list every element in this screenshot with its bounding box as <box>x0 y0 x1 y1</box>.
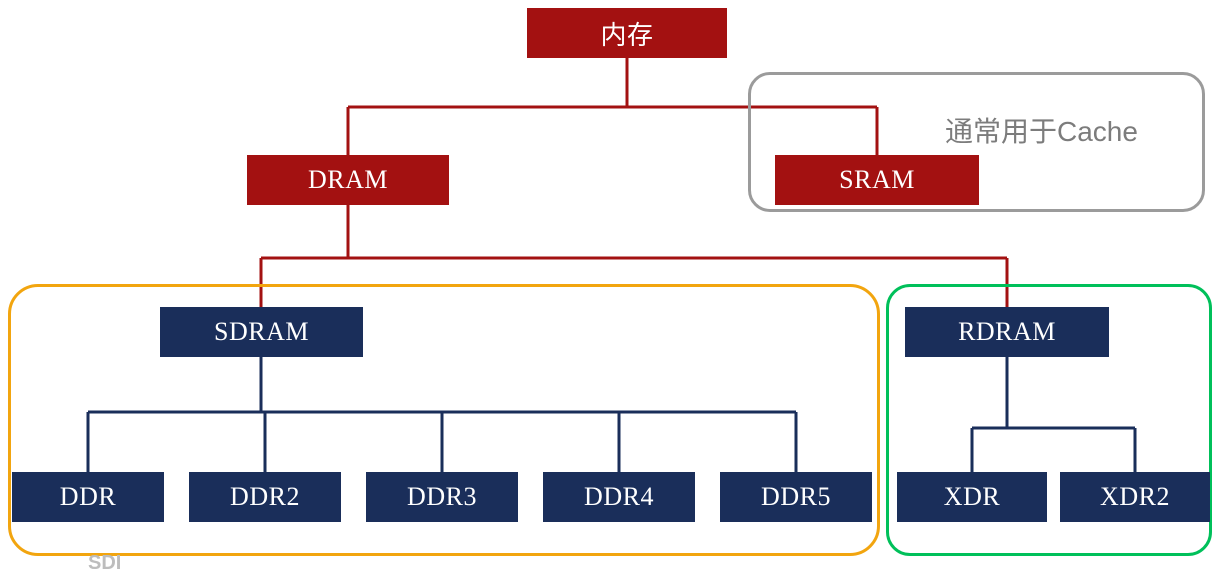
connector-sdram-to-ddr-family <box>86 357 798 473</box>
connector-memory-to-dram-sram <box>346 58 879 156</box>
node-ddr2: DDR2 <box>189 472 341 522</box>
node-xdr: XDR <box>897 472 1047 522</box>
node-sram: SRAM <box>775 155 979 205</box>
connector-dram-to-sdram-rdram <box>259 205 1009 308</box>
connector-rdram-to-xdr-family <box>970 357 1137 473</box>
rdram-family-group-outline <box>886 284 1212 556</box>
node-ddr3: DDR3 <box>366 472 518 522</box>
sram-cache-group-outline <box>748 72 1205 212</box>
node-ddr4: DDR4 <box>543 472 695 522</box>
watermark-text: SDI <box>88 552 122 570</box>
node-sdram: SDRAM <box>160 307 363 357</box>
cache-usage-note: 通常用于Cache <box>945 116 1138 147</box>
node-dram: DRAM <box>247 155 449 205</box>
sdram-family-group-outline <box>8 284 880 556</box>
node-ddr5: DDR5 <box>720 472 872 522</box>
node-xdr2: XDR2 <box>1060 472 1210 522</box>
node-rdram: RDRAM <box>905 307 1109 357</box>
node-memory: 内存 <box>527 8 727 58</box>
node-ddr: DDR <box>12 472 164 522</box>
